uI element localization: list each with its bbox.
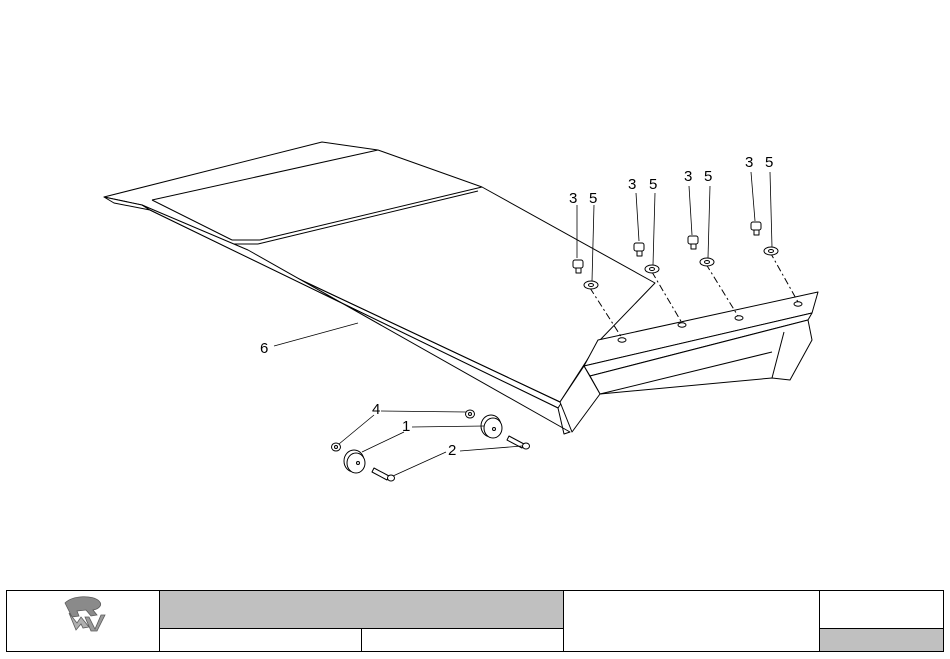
exploded-parts-diagram: 6 3 5 3 5 3 5 3 5 4 1 2: [0, 0, 950, 590]
title-block: [6, 590, 944, 652]
callout-1: 1: [402, 418, 410, 435]
reference-cell-bottom: [820, 629, 943, 651]
title-subcell-right: [362, 629, 564, 651]
callout-5: 5: [704, 168, 712, 185]
callout-3: 3: [569, 190, 577, 207]
description-cell: [564, 591, 820, 651]
callout-2: 2: [448, 442, 456, 459]
rubber-buffer-lower: [344, 450, 365, 473]
nut-lower: [332, 443, 341, 451]
bolt-washer-set-d: [751, 222, 778, 255]
callout-3: 3: [684, 168, 692, 185]
logo-cell: [7, 591, 160, 651]
bolt-washer-set-b: [634, 243, 659, 273]
callout-5: 5: [765, 154, 773, 171]
bolt-washer-set-c: [688, 236, 714, 266]
title-band: [160, 591, 564, 629]
nut-upper: [466, 410, 475, 418]
callout-6: 6: [260, 340, 268, 357]
callout-4: 4: [372, 401, 380, 418]
callout-5: 5: [649, 176, 657, 193]
callout-3: 3: [745, 154, 753, 171]
rubber-buffer-upper: [481, 415, 502, 438]
callout-3: 3: [628, 176, 636, 193]
callout-5: 5: [589, 190, 597, 207]
screw-lower: [372, 468, 395, 481]
rav-logo: [59, 593, 115, 633]
reference-cell-top: [820, 591, 943, 629]
title-subcell-left: [160, 629, 362, 651]
